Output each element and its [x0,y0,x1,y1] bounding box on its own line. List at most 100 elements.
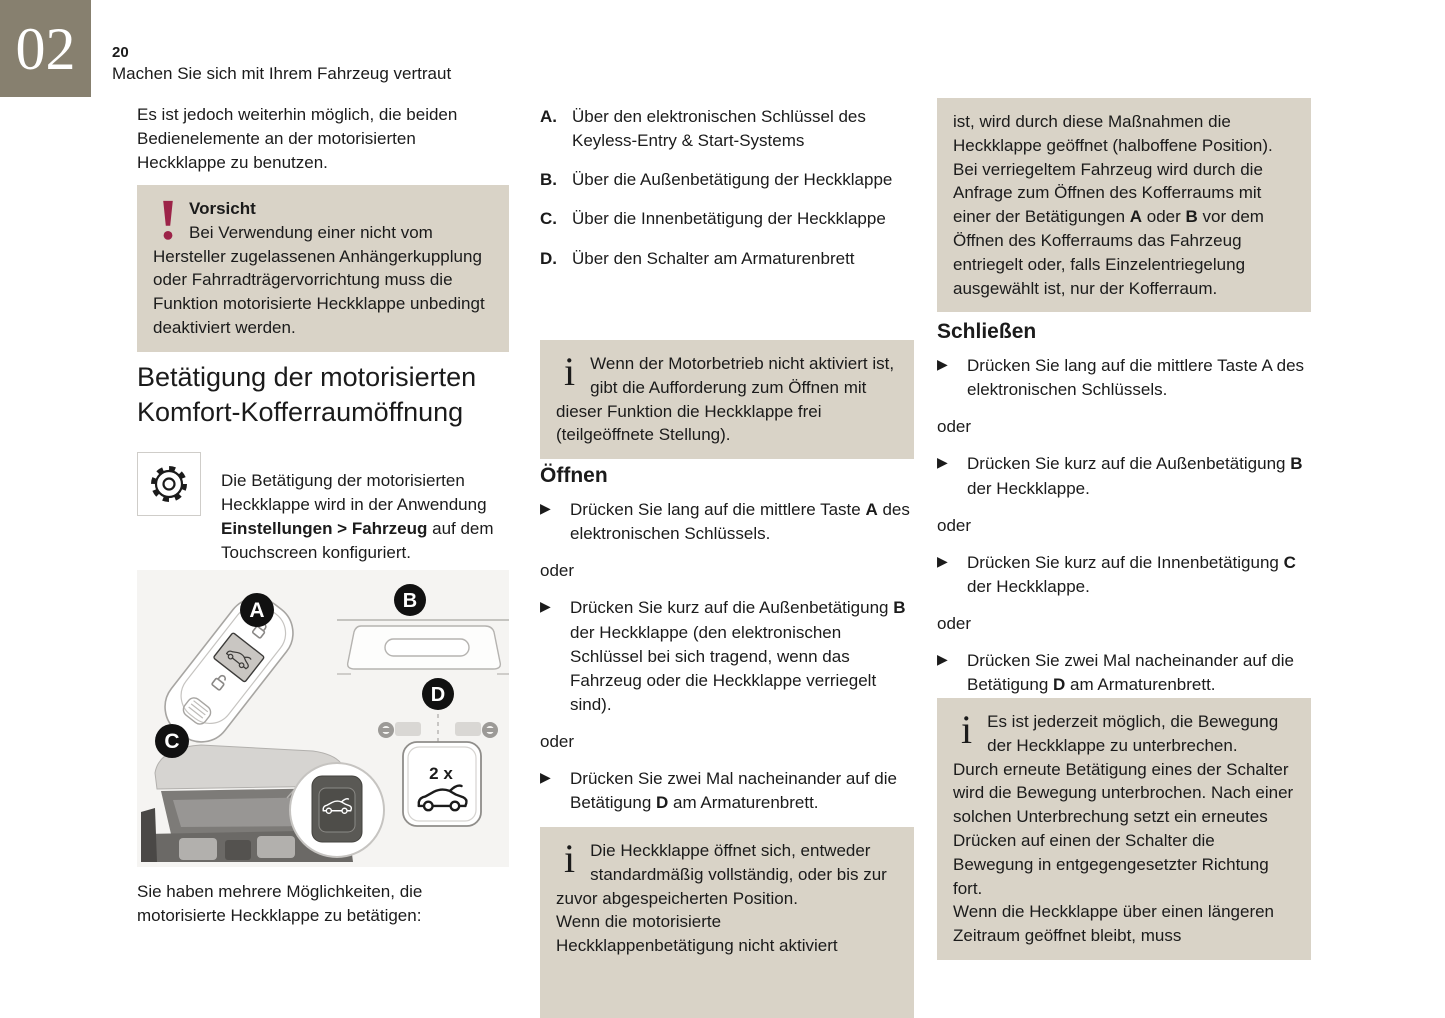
step-pre: Drücken Sie lang auf die mittlere Taste [570,500,866,519]
info-text: Durch erneute Betätigung eines der Schal… [953,759,1294,898]
or-label: oder [937,614,972,633]
step: ▶ Drücken Sie kurz auf die Innenbetätigu… [937,551,1311,599]
or-label: oder [540,732,575,751]
item-letter: B. [540,170,557,190]
step: ▶ Drücken Sie lang auf die mittlere Tast… [540,498,914,546]
cont-key-b: B [1185,207,1198,227]
step-post: am Armaturenbrett. [668,793,819,813]
info-text: ist, wird durch diese Maßnahmen die Heck… [953,110,1295,300]
config-menu-path: Einstellungen > Fahrzeug [221,519,428,539]
inner-button-inset [289,762,385,858]
step-post: am Armaturenbrett. [1065,675,1216,695]
list-item: C. Über die Innenbetätigung der Heckklap… [540,207,914,231]
info-box-interrupt: i Es ist jederzeit möglich, die Bewegung… [937,698,1311,960]
step-key: B [893,598,906,618]
or-label: oder [937,417,972,437]
cont-s4: vor dem Öffnen des Kofferraums das Fahrz… [953,207,1264,298]
dashboard-switch-drawing: 2 x [378,714,498,827]
arrow-bullet-icon: ▶ [540,501,551,517]
step-key: C [1283,552,1296,572]
key-fob-drawing [164,597,294,743]
running-header: Machen Sie sich mit Ihrem Fahrzeug vertr… [112,64,452,83]
outro-paragraph: Sie haben mehrere Möglichkeiten, die mot… [137,882,423,926]
info-text: Wenn der Motorbetrieb nicht aktiviert is… [556,354,895,445]
step-key: B [1290,454,1303,474]
options-list: A. Über den elektronischen Schlüssel des… [540,105,914,286]
step-text: Drücken Sie lang auf die mittlere Taste … [570,498,914,546]
step: ▶ Drücken Sie kurz auf die Außenbetätigu… [937,452,1311,500]
info-box-continuation: ist, wird durch diese Maßnahmen die Heck… [937,98,1311,313]
info-box-opening: i Die Heckklappe öffnet sich, entweder s… [540,827,914,1018]
page-number: 20 [112,44,129,61]
step-key: A [865,500,878,519]
chapter-tab: 02 [0,0,91,97]
step-text: Drücken Sie kurz auf die Innenbetätigung… [967,551,1311,599]
cont-s0: ist, wird durch diese Maßnahmen die Heck… [953,112,1273,227]
item-letter: A. [540,107,557,126]
step: ▶ Drücken Sie kurz auf die Außenbetätigu… [540,596,914,717]
list-item: B. Über die Außenbetätigung der Heckklap… [540,168,914,192]
open-heading: Öffnen [540,464,608,487]
step-text: Drücken Sie zwei Mal nacheinander auf di… [570,767,914,815]
list-item: A. Über den elektronischen Schlüssel des… [540,105,914,153]
item-letter: D. [540,248,557,268]
figure-label-b: B [403,590,417,612]
config-row: Die Betätigung der motorisierten Heckkla… [137,452,509,583]
info-icon: i [564,836,576,881]
step: ▶ Drücken Sie lang auf die mittlere Tast… [937,354,1311,402]
step-post: der Heckklappe. [967,576,1090,596]
tailgate-handle-drawing [337,619,509,675]
arrow-bullet-icon: ▶ [937,357,948,373]
item-letter: C. [540,209,557,229]
step-key: D [1053,675,1066,695]
switch-press-count: 2 x [429,764,453,783]
info-text: Die Heckklappe öffnet sich, entweder sta… [556,841,887,908]
section-title: Betätigung der motorisierten Komfort-Kof… [137,362,477,427]
arrow-bullet-icon: ▶ [937,455,948,472]
arrow-bullet-icon: ▶ [937,553,948,570]
list-item: D. Über den Schalter am Armaturenbrett [540,247,914,271]
column-3: ist, wird durch diese Maßnahmen die Heck… [937,0,1311,1018]
open-section: Öffnen ▶ Drücken Sie lang auf die mittle… [540,464,914,828]
arrow-bullet-icon: ▶ [540,599,551,616]
figure-label-a: A [249,599,264,622]
step-pre: Drücken Sie kurz auf die Außenbetätigung [967,454,1291,474]
column-1: Es ist jedoch weiterhin möglich, die bei… [137,0,509,1018]
step-pre: Drücken Sie lang auf die mittlere Taste … [967,356,1305,400]
close-section: Schließen ▶ Drücken Sie lang auf die mit… [937,320,1311,710]
info-text: Wenn die Heckklappe über einen längeren … [953,902,1275,946]
item-text: Über die Innenbetätigung der Heckklappe [572,209,886,229]
config-paragraph: Die Betätigung der motorisierten Heckkla… [221,469,509,566]
step-pre: Drücken Sie zwei Mal nacheinander auf di… [570,769,897,813]
item-text: Über den elektronischen Schlüssel des Ke… [572,107,866,151]
exclamation-icon [163,200,173,240]
step-key: D [656,793,669,813]
step: ▶ Drücken Sie zwei Mal nacheinander auf … [540,767,914,815]
step-text: Drücken Sie kurz auf die Außenbetätigung… [967,452,1311,500]
config-post: auf dem Touchscreen konfiguriert. [221,519,494,563]
figure-label-c: C [164,730,179,753]
info-icon: i [564,349,576,394]
config-pre: Die Betätigung der motorisierten Heckkla… [221,471,487,515]
gear-icon [151,466,187,502]
caution-box: Vorsicht Bei Verwendung einer nicht vom … [137,185,509,352]
step-text: Drücken Sie kurz auf die Außenbetätigung… [570,596,914,717]
step-pre: Drücken Sie kurz auf die Innenbetätigung [967,552,1284,572]
cont-key-a: A [1129,207,1143,227]
info-text: Es ist jederzeit möglich, die Bewegung d… [987,712,1279,755]
info-box-partial-open: i Wenn der Motorbetrieb nicht aktiviert … [540,340,914,460]
or-label: oder [937,515,972,535]
info-icon: i [961,707,973,752]
intro-paragraph: Es ist jedoch weiterhin möglich, die bei… [137,105,458,173]
caution-body: Bei Verwendung einer nicht vom Herstelle… [153,222,485,337]
caution-title: Vorsicht [189,199,256,218]
item-text: Über die Außenbetätigung der Heckklappe [572,170,893,190]
tailgate-controls-figure: A B [137,570,509,867]
or-label: oder [540,561,575,581]
step-text: Drücken Sie zwei Mal nacheinander auf di… [967,649,1311,697]
cont-s2: oder [1142,207,1186,227]
chapter-number: 02 [15,15,76,82]
settings-tile [137,452,201,516]
figure-label-d: D [431,684,445,706]
